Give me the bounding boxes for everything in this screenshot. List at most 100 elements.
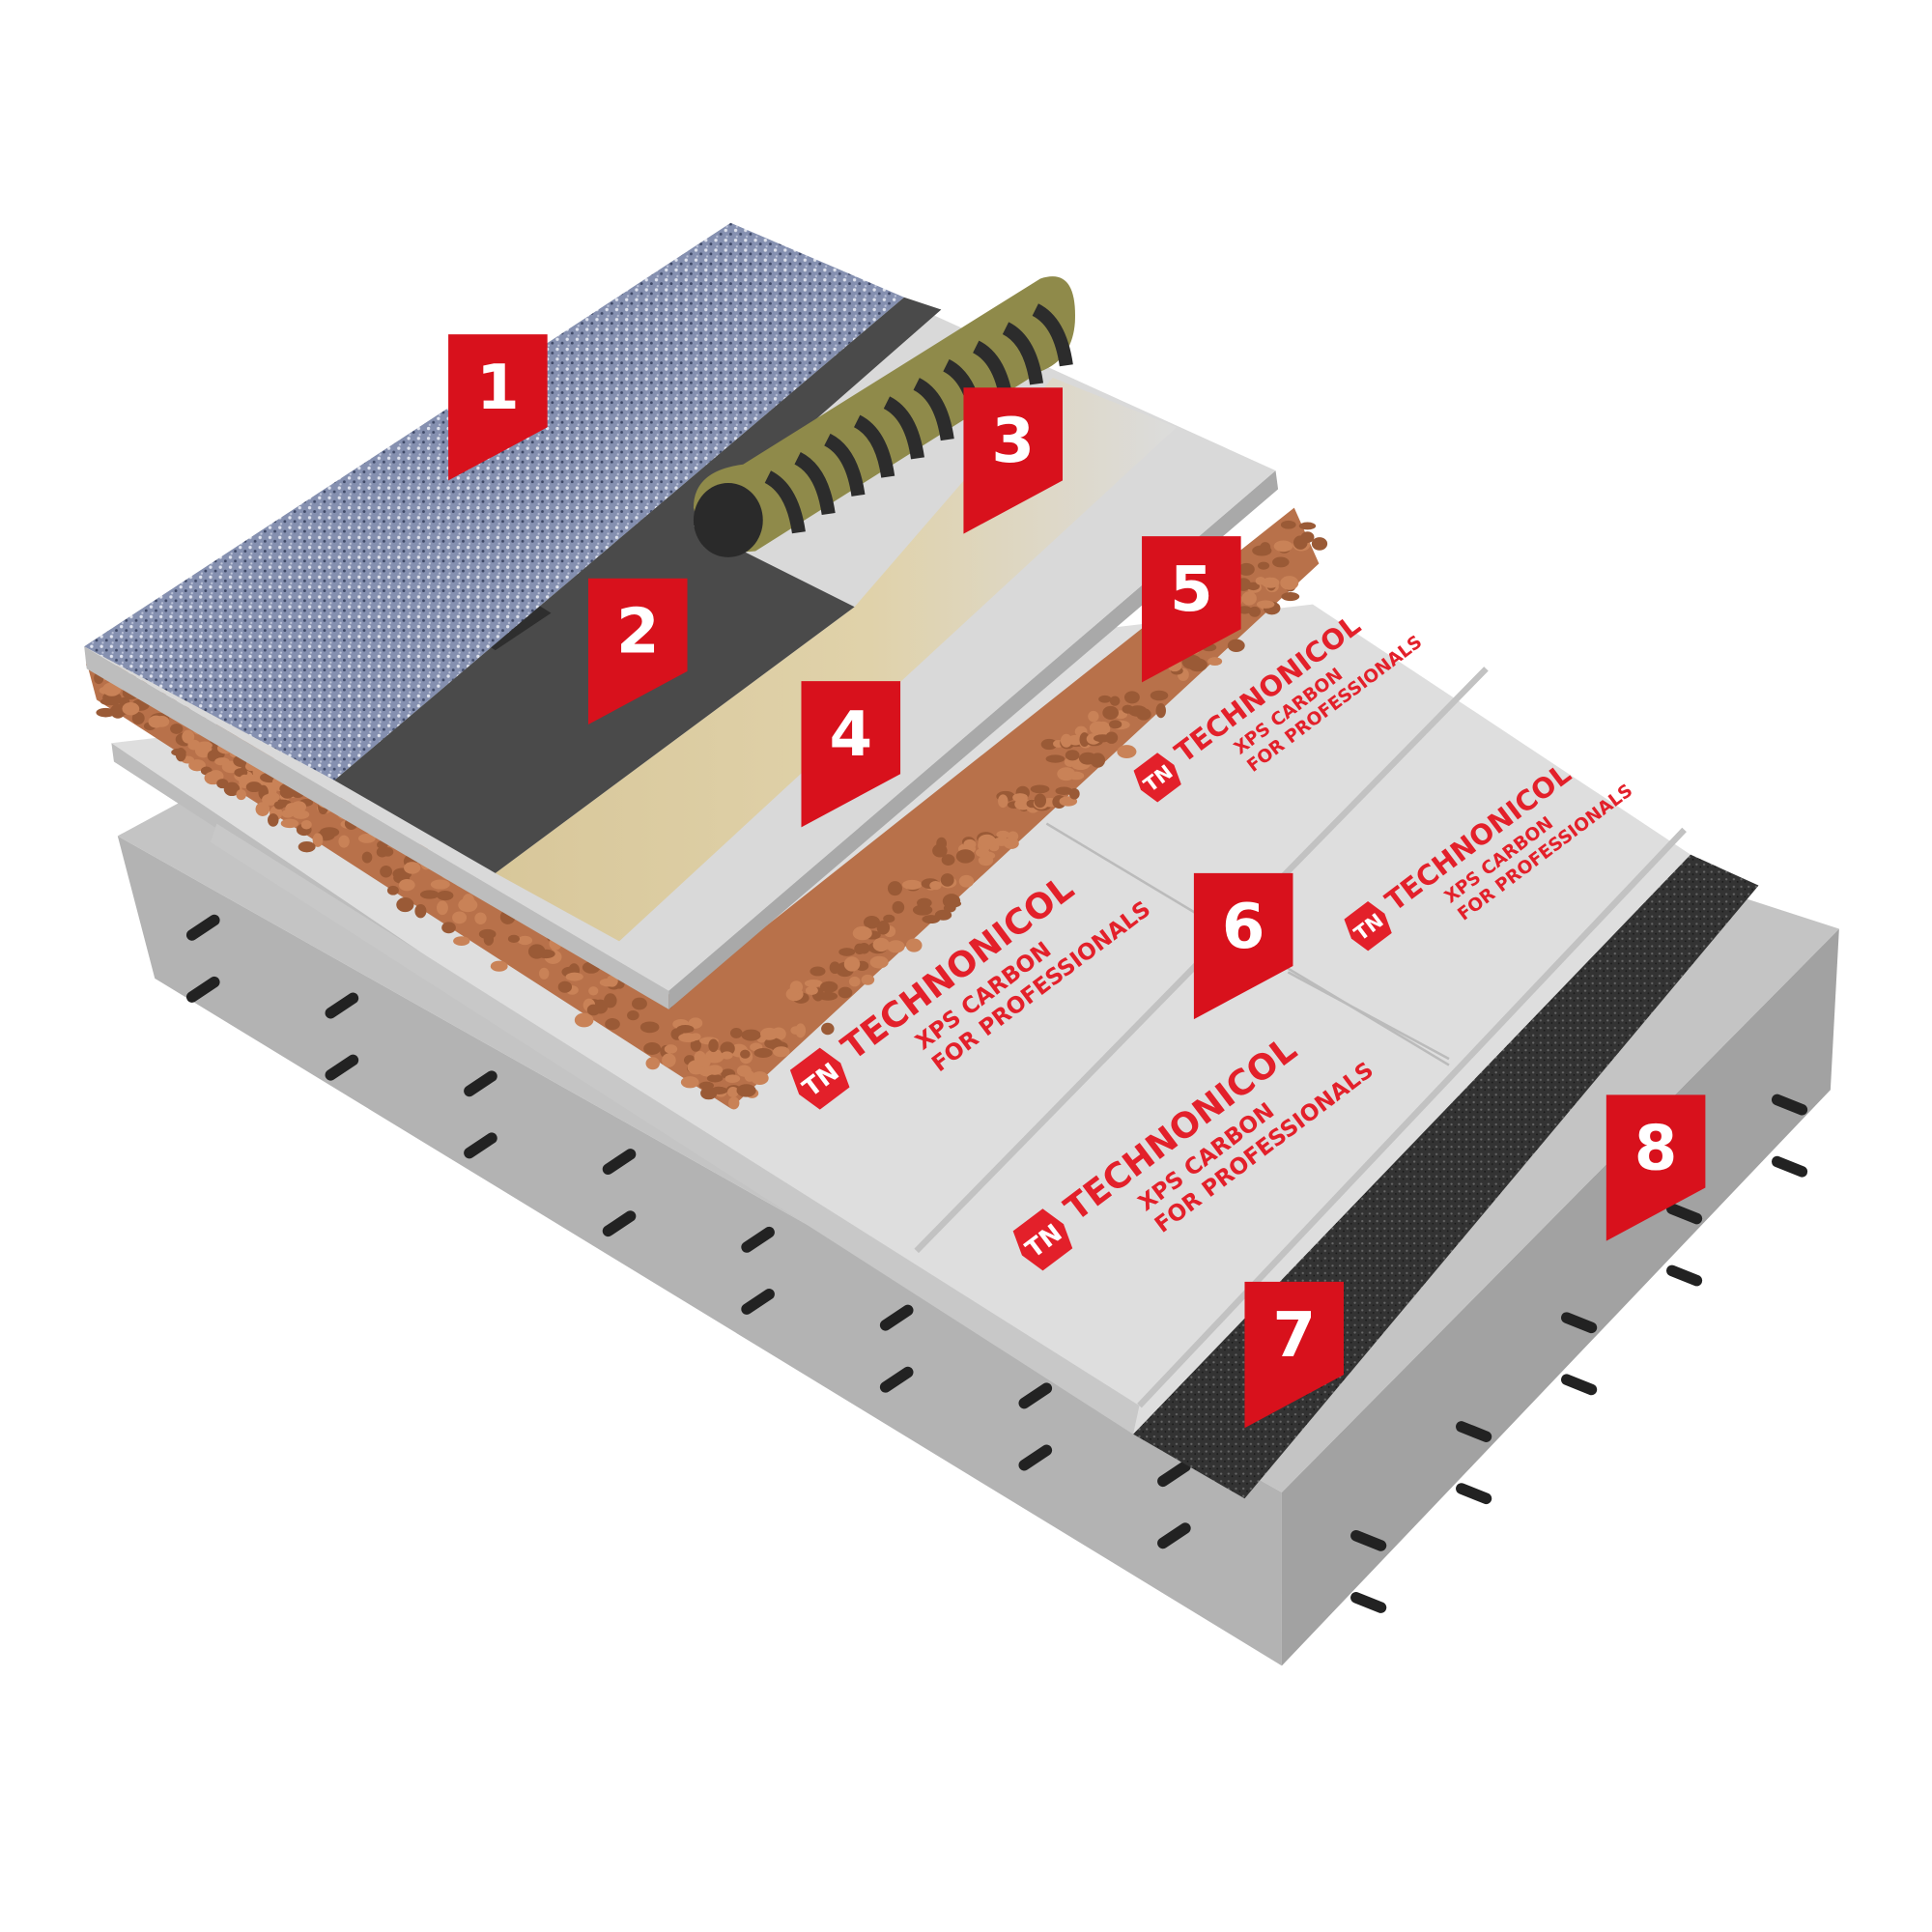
- clay-pebble: [262, 793, 278, 806]
- clay-pebble: [720, 1041, 735, 1056]
- clay-pebble: [380, 866, 393, 878]
- clay-pebble: [565, 972, 583, 981]
- clay-pebble: [300, 819, 312, 830]
- clay-pebble: [298, 840, 316, 853]
- clay-pebble: [419, 890, 440, 899]
- clay-pebble: [319, 827, 340, 838]
- clay-pebble: [936, 837, 948, 850]
- clay-pebble: [887, 940, 905, 953]
- layer-marker-8: 8: [1605, 1094, 1706, 1241]
- rebar-end: [325, 1054, 359, 1081]
- clay-pebble: [1237, 562, 1255, 576]
- clay-pebble: [1252, 545, 1272, 556]
- clay-pebble: [605, 1018, 620, 1031]
- clay-pebble: [196, 741, 213, 750]
- rebar-end: [185, 976, 220, 1003]
- clay-pebble: [430, 879, 450, 890]
- clay-pebble: [267, 813, 279, 827]
- clay-pebble: [1105, 731, 1119, 744]
- rebar-end: [325, 992, 359, 1019]
- clay-pebble: [724, 1074, 741, 1083]
- clay-pebble: [944, 899, 962, 908]
- clay-pebble: [1034, 793, 1047, 809]
- clay-pebble: [639, 1021, 660, 1034]
- clay-pebble: [452, 911, 468, 924]
- clay-pebble: [437, 900, 448, 916]
- layer-marker-2: 2: [587, 578, 688, 724]
- roll-stripe: [883, 396, 924, 460]
- clay-pebble: [517, 935, 533, 946]
- clay-pebble: [96, 707, 116, 718]
- clay-pebble: [643, 1041, 662, 1055]
- marker-number: 1: [476, 353, 520, 424]
- clay-pebble: [292, 810, 310, 819]
- clay-pebble: [631, 997, 647, 1010]
- clay-pebble: [721, 1051, 733, 1060]
- clay-pebble: [1117, 745, 1137, 759]
- clay-pebble: [414, 903, 427, 919]
- clay-pebble: [188, 759, 206, 772]
- rebar-end: [1561, 1374, 1598, 1396]
- clay-pebble: [706, 1074, 724, 1083]
- clay-pebble: [905, 938, 923, 952]
- clay-pebble: [872, 937, 890, 952]
- clay-pebble: [996, 830, 1010, 838]
- clay-pebble: [1079, 732, 1090, 748]
- clay-pebble: [1102, 705, 1119, 720]
- clay-pebble: [940, 873, 954, 887]
- clay-pebble: [645, 1057, 660, 1070]
- roll-stripe: [823, 433, 866, 497]
- clay-pebble: [441, 922, 456, 934]
- clay-pebble: [727, 1086, 739, 1098]
- clay-pebble: [1012, 793, 1028, 802]
- layer-marker-4: 4: [801, 681, 901, 828]
- clay-pebble: [1257, 561, 1270, 570]
- technonicol-logo-icon: TN: [1012, 1208, 1073, 1271]
- clay-pebble: [312, 833, 324, 847]
- clay-pebble: [978, 834, 996, 848]
- clay-pebble: [280, 818, 299, 829]
- clay-pebble: [912, 904, 933, 916]
- rebar-end: [1350, 1592, 1387, 1613]
- clay-pebble: [688, 1017, 703, 1029]
- clay-pebble: [539, 967, 550, 980]
- technonicol-logo-icon: TN: [789, 1047, 850, 1110]
- clay-pebble: [1122, 704, 1134, 714]
- clay-pebble: [398, 878, 415, 892]
- rebar-end: [1561, 1312, 1598, 1334]
- clay-pebble: [917, 897, 932, 908]
- technonicol-logo-icon: TN: [1344, 901, 1392, 952]
- clay-pebble: [708, 1038, 719, 1053]
- roll-stripe: [1002, 322, 1044, 385]
- marker-number: 6: [1222, 892, 1265, 963]
- clay-pebble: [1300, 531, 1315, 544]
- clay-pebble: [604, 993, 617, 1009]
- clay-pebble: [1088, 710, 1099, 723]
- clay-pebble: [131, 712, 145, 725]
- clay-pebble: [863, 916, 881, 929]
- clay-pebble: [789, 980, 803, 994]
- clay-pebble: [729, 1027, 743, 1038]
- clay-pebble: [148, 715, 164, 728]
- clay-pebble: [527, 944, 546, 959]
- clay-pebble: [790, 1026, 802, 1035]
- clay-pebble: [361, 851, 373, 864]
- clay-pebble: [760, 1027, 779, 1040]
- clay-pebble: [819, 980, 838, 993]
- rebar-end: [1771, 1094, 1808, 1116]
- rebar-end: [1350, 1529, 1387, 1551]
- clay-pebble: [804, 979, 823, 988]
- roll-stripe: [913, 378, 954, 441]
- clay-pebble: [934, 909, 952, 921]
- clay-pebble: [1256, 600, 1275, 609]
- clay-pebble: [376, 846, 388, 858]
- marker-number: 4: [829, 699, 872, 771]
- bitumen-primer: [495, 378, 1177, 942]
- rebar-end: [879, 1304, 914, 1331]
- rebar-end: [741, 1226, 775, 1253]
- clay-pebble: [892, 900, 905, 914]
- clay-pebble: [586, 1004, 601, 1016]
- marker-number: 3: [991, 406, 1035, 477]
- layer-marker-7: 7: [1244, 1281, 1345, 1429]
- clay-pebble: [1281, 592, 1300, 602]
